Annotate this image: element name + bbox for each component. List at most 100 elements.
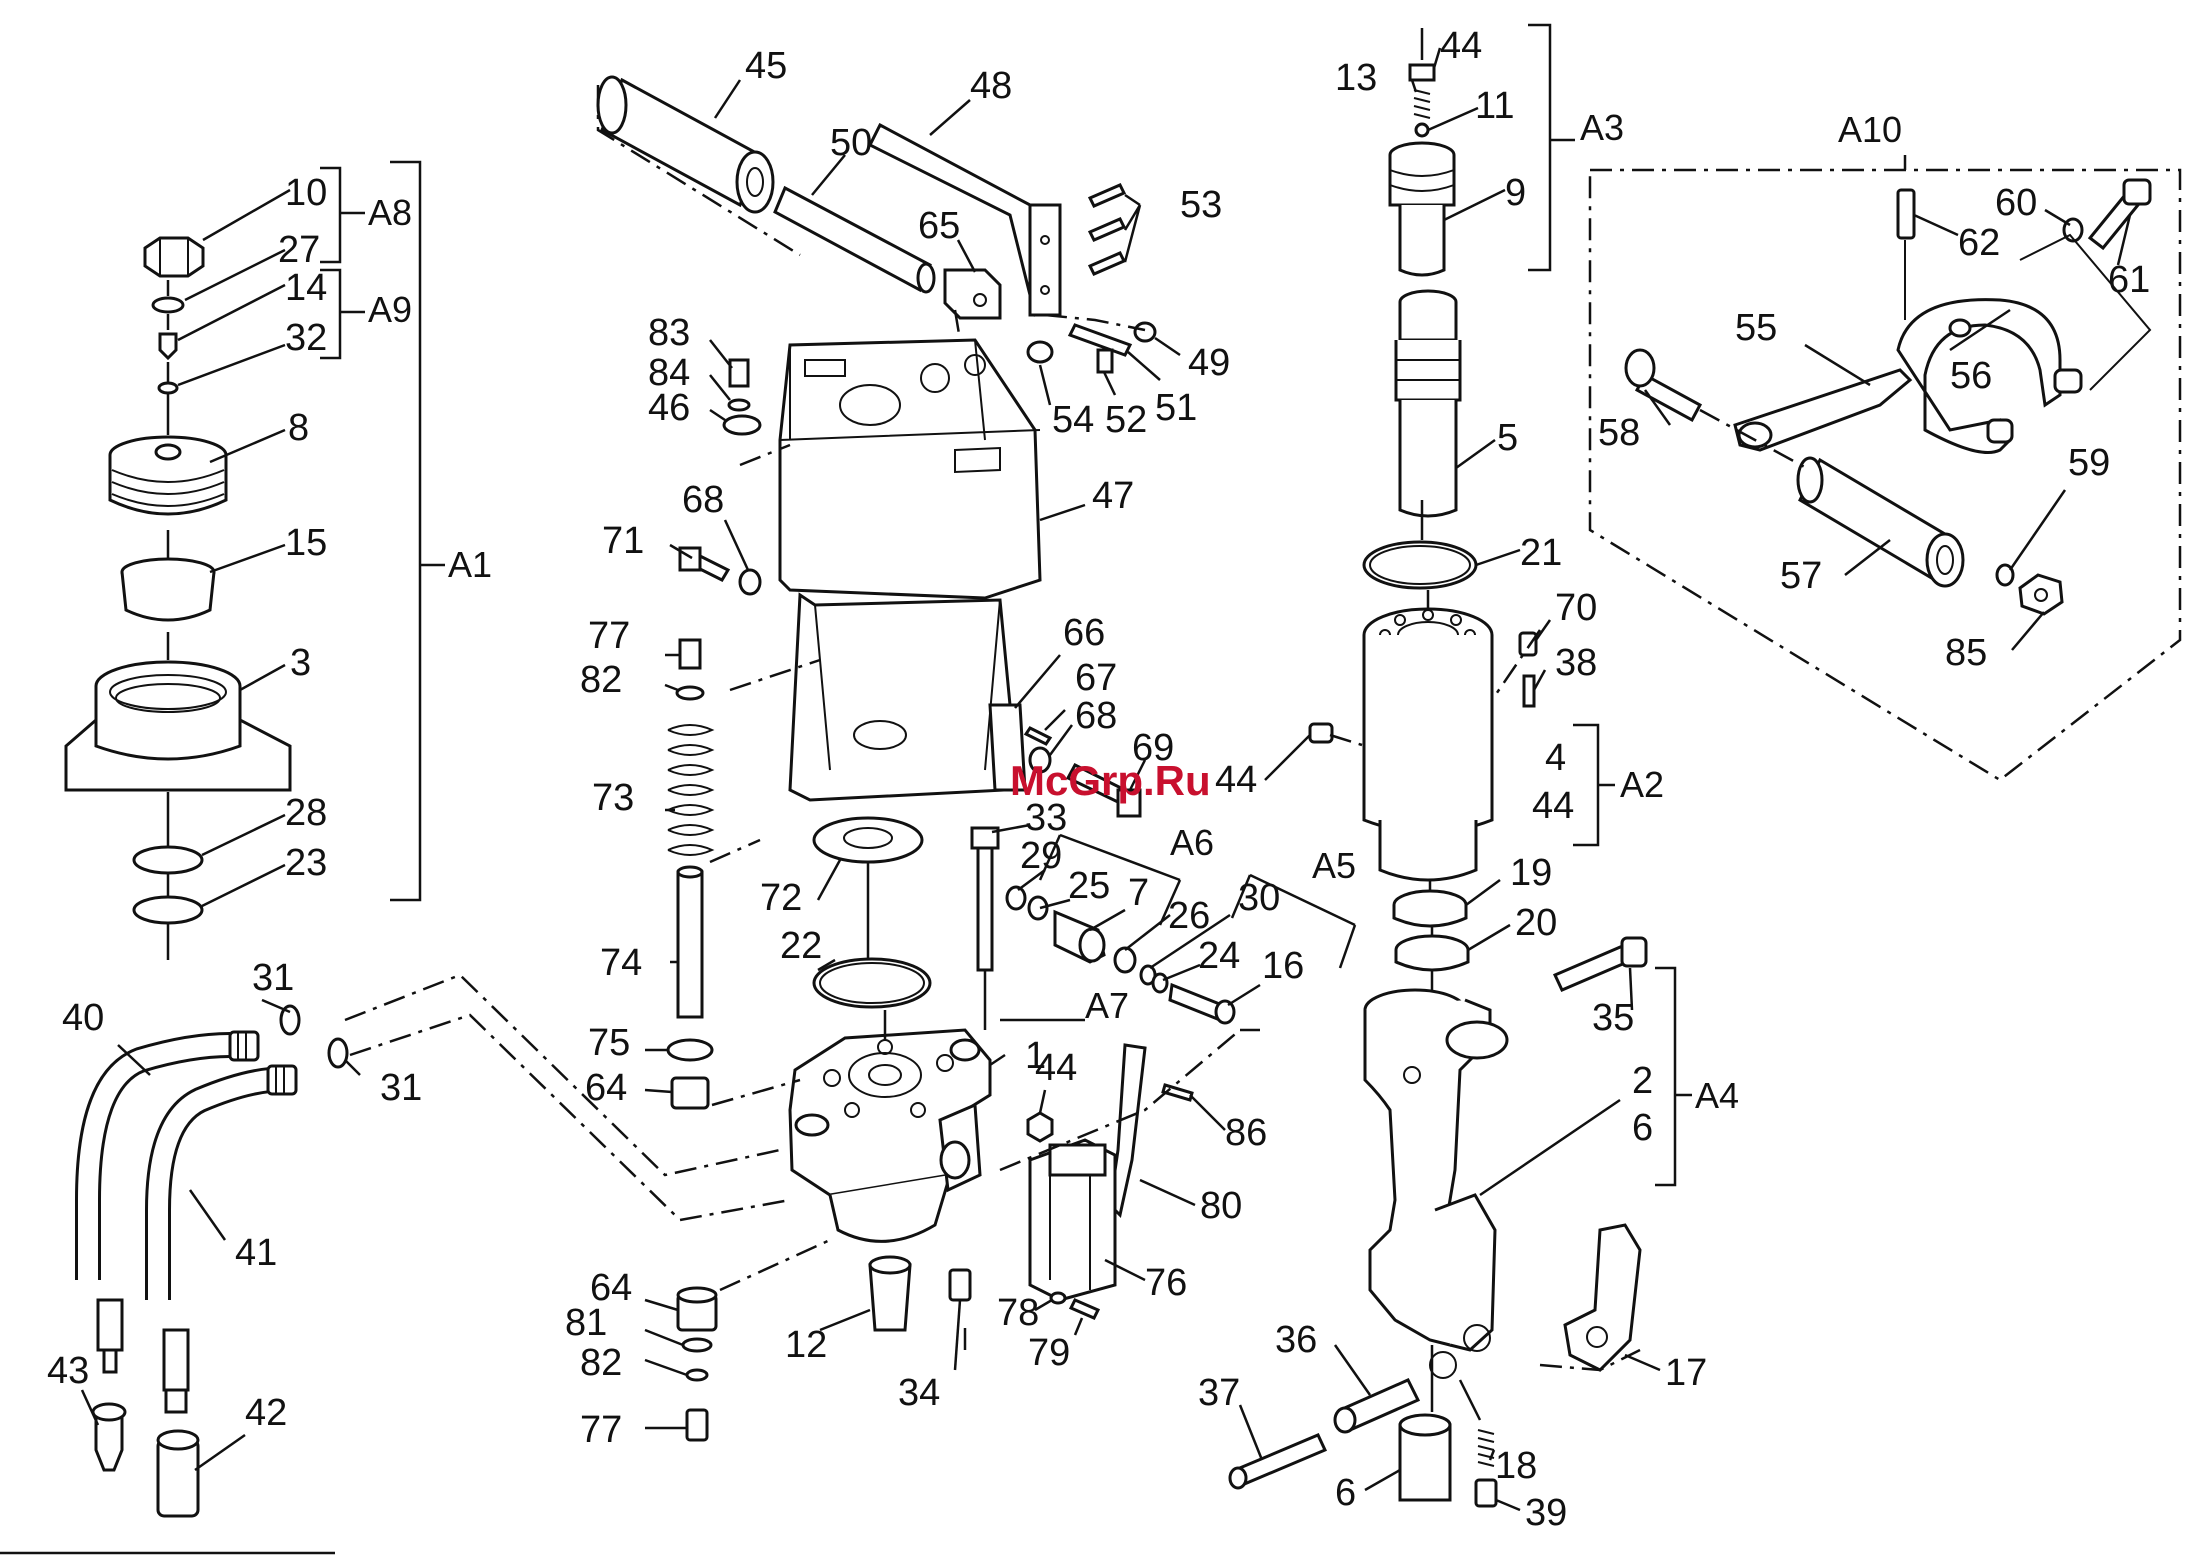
part-label-2: 2 <box>1632 1060 1653 1102</box>
assembly-label-a2: A2 <box>1620 764 1664 805</box>
part-label-33: 33 <box>1025 797 1067 839</box>
cylinder-column-parts <box>1228 28 1648 1508</box>
assembly-label-a6: A6 <box>1170 822 1214 863</box>
part-label-59: 59 <box>2068 442 2110 484</box>
part-label-20: 20 <box>1515 902 1557 944</box>
part-label-17: 17 <box>1665 1352 1707 1394</box>
part-label-7: 7 <box>1128 872 1149 914</box>
part-label-9: 9 <box>1505 172 1526 214</box>
part-label-27: 27 <box>278 229 320 271</box>
part-label-22: 22 <box>780 925 822 967</box>
part-label-24: 24 <box>1198 935 1240 977</box>
part-label-54: 54 <box>1052 399 1094 441</box>
part-label-38: 38 <box>1555 642 1597 684</box>
part-label-8: 8 <box>288 407 309 449</box>
part-label-80: 80 <box>1200 1185 1242 1227</box>
part-label-68a: 68 <box>682 479 724 521</box>
part-label-81: 81 <box>565 1302 607 1344</box>
hose-assembly <box>75 973 791 1518</box>
part-label-35: 35 <box>1592 997 1634 1039</box>
part-label-70: 70 <box>1555 587 1597 629</box>
part-label-77a: 77 <box>588 615 630 657</box>
part-label-73: 73 <box>592 777 634 819</box>
part-label-26: 26 <box>1168 895 1210 937</box>
part-label-82b: 82 <box>580 1342 622 1384</box>
part-label-30: 30 <box>1238 877 1280 919</box>
left-assembly-brackets <box>320 160 445 902</box>
assembly-label-a4: A4 <box>1695 1075 1739 1116</box>
part-label-53: 53 <box>1180 184 1222 226</box>
part-label-39: 39 <box>1525 1492 1567 1534</box>
part-label-60: 60 <box>1995 182 2037 224</box>
part-label-10: 10 <box>285 172 327 214</box>
part-label-82a: 82 <box>580 659 622 701</box>
part-label-62: 62 <box>1958 222 2000 264</box>
part-label-5: 5 <box>1497 417 1518 459</box>
part-label-6a: 6 <box>1632 1107 1653 1149</box>
part-label-65: 65 <box>918 205 960 247</box>
part-label-56: 56 <box>1950 355 1992 397</box>
part-label-45: 45 <box>745 45 787 87</box>
part-label-16: 16 <box>1262 945 1304 987</box>
part-label-52: 52 <box>1105 399 1147 441</box>
part-label-3: 3 <box>290 642 311 684</box>
part-label-23: 23 <box>285 842 327 884</box>
part-label-4: 4 <box>1545 737 1566 779</box>
part-label-36: 36 <box>1275 1319 1317 1361</box>
assembly-label-a5: A5 <box>1312 845 1356 886</box>
part-label-18: 18 <box>1495 1445 1537 1487</box>
part-label-50: 50 <box>830 122 872 164</box>
assembly-label-a1: A1 <box>448 544 492 585</box>
watermark-text: McGrp.Ru <box>1010 757 1211 804</box>
assembly-labels: A8 A9 A1 A3 A10 A2 A6 A5 A7 A4 <box>368 107 1902 1116</box>
assembly-label-a9: A9 <box>368 289 412 330</box>
part-label-55: 55 <box>1735 307 1777 349</box>
part-label-76: 76 <box>1145 1262 1187 1304</box>
part-label-85: 85 <box>1945 632 1987 674</box>
part-label-34: 34 <box>898 1372 940 1414</box>
left-column-parts <box>64 236 292 960</box>
part-label-19: 19 <box>1510 852 1552 894</box>
part-label-69: 69 <box>1132 727 1174 769</box>
part-label-6b: 6 <box>1335 1472 1356 1514</box>
part-label-58: 58 <box>1598 412 1640 454</box>
part-label-12: 12 <box>785 1324 827 1366</box>
part-label-74: 74 <box>600 942 642 984</box>
part-label-57: 57 <box>1780 555 1822 597</box>
part-label-11: 11 <box>1475 85 1514 127</box>
part-label-15: 15 <box>285 522 327 564</box>
part-label-13: 13 <box>1335 57 1377 99</box>
part-label-47: 47 <box>1092 475 1134 517</box>
part-label-46: 46 <box>648 387 690 429</box>
part-label-28: 28 <box>285 792 327 834</box>
part-label-51: 51 <box>1155 387 1197 429</box>
part-label-44a: 44 <box>1035 1047 1077 1089</box>
part-label-79: 79 <box>1028 1332 1070 1374</box>
part-label-75: 75 <box>588 1022 630 1064</box>
part-label-64b: 64 <box>590 1267 632 1309</box>
part-label-14: 14 <box>285 267 327 309</box>
part-label-1: 1 <box>1025 1035 1046 1077</box>
part-label-77b: 77 <box>580 1409 622 1451</box>
part-label-29: 29 <box>1020 835 1062 877</box>
part-label-25: 25 <box>1068 865 1110 907</box>
part-label-32: 32 <box>285 317 327 359</box>
assembly-label-a10: A10 <box>1838 109 1902 150</box>
part-label-66: 66 <box>1063 612 1105 654</box>
assembly-label-a7: A7 <box>1085 985 1129 1026</box>
part-label-49: 49 <box>1188 342 1230 384</box>
part-label-68b: 68 <box>1075 695 1117 737</box>
part-label-71: 71 <box>602 520 644 562</box>
part-labels: 10 27 14 32 8 15 3 28 23 31 31 40 41 43 … <box>47 25 2150 1534</box>
part-label-43: 43 <box>47 1350 89 1392</box>
part-label-72: 72 <box>760 877 802 919</box>
leader-lines <box>80 47 2132 1512</box>
part-label-40: 40 <box>62 997 104 1039</box>
part-label-37: 37 <box>1198 1372 1240 1414</box>
side-handle-kit <box>1588 155 2182 782</box>
part-label-48: 48 <box>970 65 1012 107</box>
part-label-42: 42 <box>245 1392 287 1434</box>
part-label-86: 86 <box>1225 1112 1267 1154</box>
